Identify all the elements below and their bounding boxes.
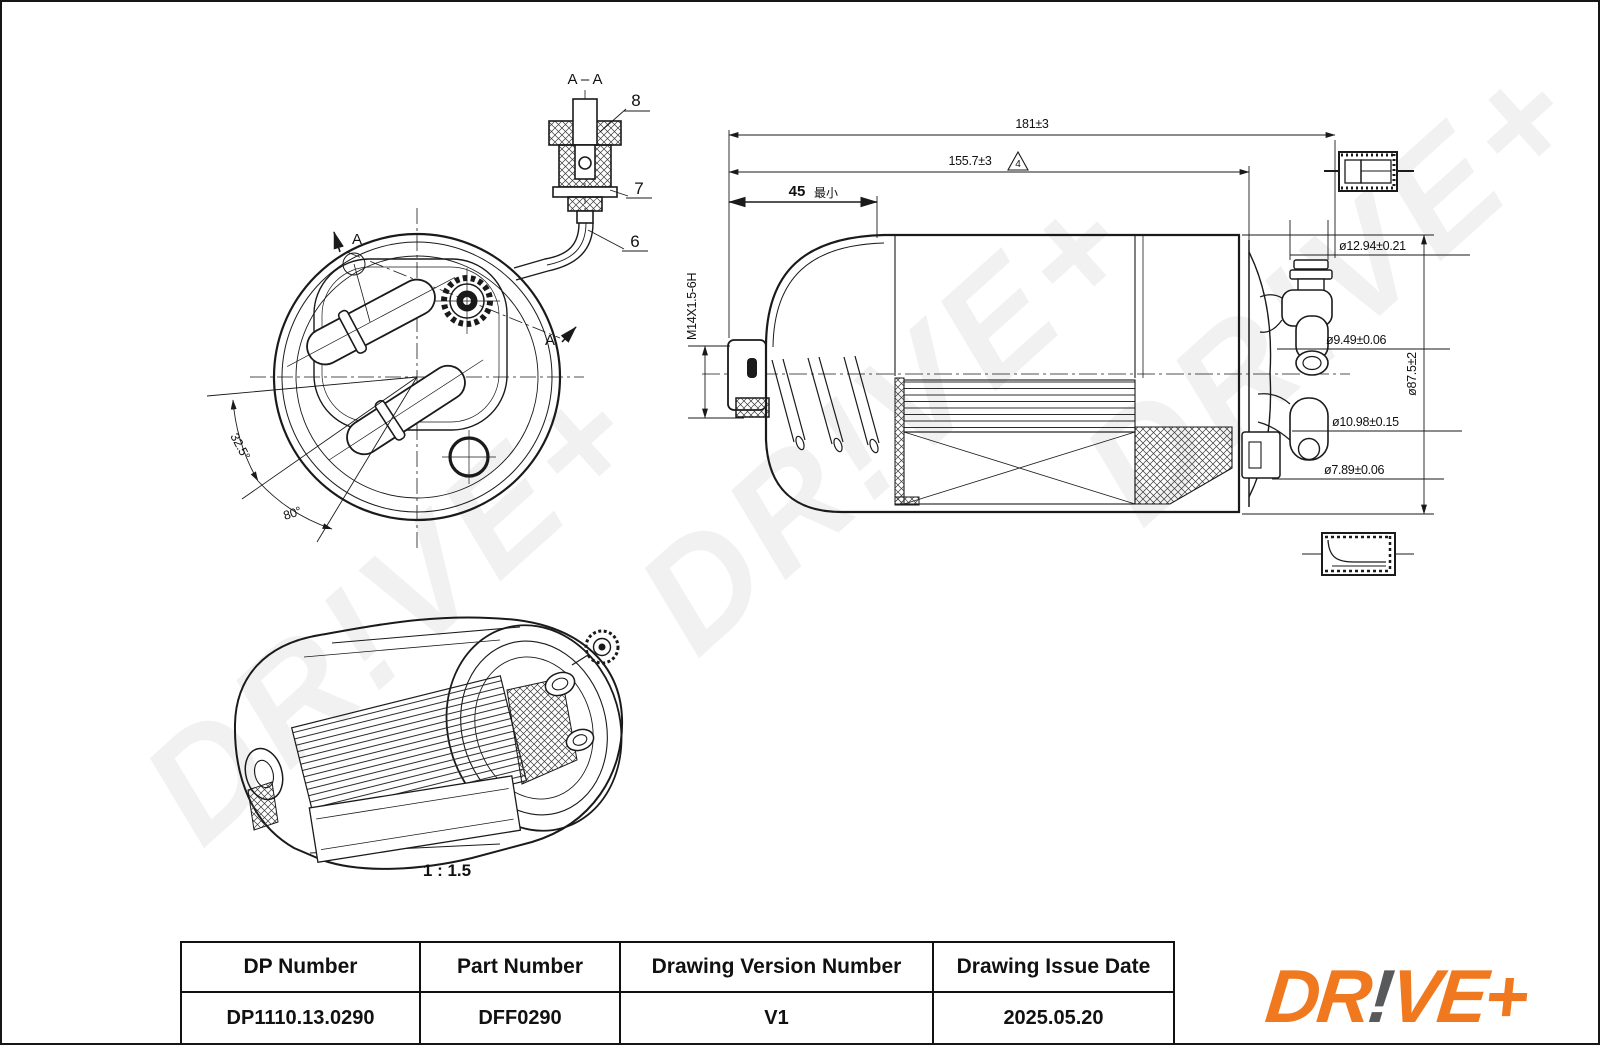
value-drawing-version: V1	[619, 993, 932, 1043]
angle-80-label: 80°	[282, 504, 304, 523]
detail-sleeve-view	[1302, 532, 1414, 576]
angle-32-5-label: 32.5°	[227, 431, 253, 462]
header-part-number: Part Number	[419, 943, 619, 993]
side-section-view: 181±3 155.7±3 4 45 最小 M14X1.5-6H ø87.5±2…	[685, 117, 1470, 515]
section-arrow-label-right: A	[545, 332, 555, 349]
outlet-port	[1257, 393, 1329, 461]
dim-revision-flag: 4	[1015, 159, 1021, 170]
isometric-cutaway-view: 1 : 1.5	[233, 616, 624, 880]
dim-dia-inlet-barb: ø12.94±0.21	[1339, 239, 1406, 253]
brand-logo: DR ! VE+	[1193, 952, 1598, 1040]
logo-text-right: VE+	[1386, 954, 1530, 1038]
callout-7: 7	[634, 179, 643, 198]
section-a-a-detail-view: A – A 8 7 6	[513, 71, 652, 281]
header-drawing-version: Drawing Version Number	[619, 943, 932, 993]
value-dp-number: DP1110.13.0290	[226, 1006, 375, 1029]
dim-overall-length: 181±3	[1015, 117, 1049, 131]
internal-standpipes	[771, 355, 880, 454]
callout-6: 6	[630, 232, 639, 251]
section-arrow-label-left: A	[352, 231, 362, 248]
top-view: A A	[206, 208, 584, 548]
inlet-port	[1259, 259, 1333, 376]
value-issue-date: 2025.05.20	[932, 993, 1173, 1043]
header-dp-number: DP Number	[182, 943, 419, 993]
vent-plug	[442, 430, 496, 484]
dim-min-clearance-note: 最小	[814, 186, 838, 200]
scale-label: 1 : 1.5	[423, 861, 471, 880]
dim-min-clearance-value: 45	[789, 183, 806, 200]
side-view-dimensions: 181±3 155.7±3 4 45 最小 M14X1.5-6H ø87.5±2…	[685, 117, 1470, 515]
header-issue-date: Drawing Issue Date	[932, 943, 1173, 993]
detail-plug-view	[1324, 151, 1414, 192]
port-tube-1	[286, 277, 456, 367]
dim-dia-inlet-tube: ø9.49±0.06	[1326, 333, 1387, 347]
dim-thread: M14X1.5-6H	[685, 273, 699, 340]
callout-8: 8	[631, 91, 640, 110]
dim-dia-body: ø87.5±2	[1405, 352, 1419, 396]
port-tube-2	[328, 359, 484, 461]
title-block: DP Number Part Number Drawing Version Nu…	[180, 941, 1175, 1043]
value-part-number: DFF0290	[419, 993, 619, 1043]
knurled-nut	[434, 268, 500, 334]
section-title: A – A	[567, 71, 602, 88]
dim-body-length: 155.7±3	[949, 154, 992, 168]
logo-text-left: DR	[1261, 954, 1374, 1038]
knob	[571, 629, 620, 666]
dim-dia-outlet-tube: ø10.98±0.15	[1332, 415, 1399, 429]
dim-dia-outlet-end: ø7.89±0.06	[1324, 463, 1385, 477]
